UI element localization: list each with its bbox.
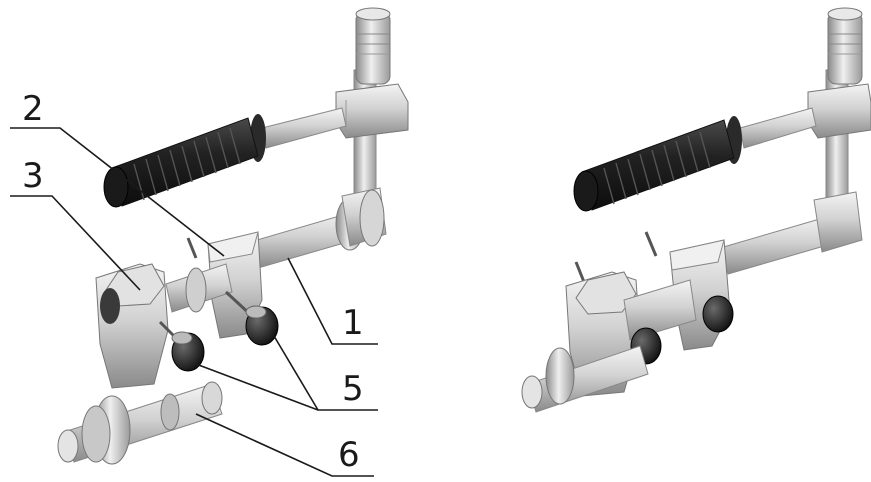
jaw-part-3: [95, 263, 169, 389]
callout-label-6: 6: [338, 435, 360, 475]
coupling-sleeve: [165, 263, 233, 313]
locking-pin-lower: [158, 320, 205, 372]
callout-label-3: 3: [22, 156, 44, 196]
assembled-vertical-post: [807, 7, 871, 221]
main-shaft: [249, 187, 387, 269]
assembled-handle: [573, 107, 817, 212]
handle-grip: [103, 117, 259, 208]
callout-label-2: 2: [22, 89, 44, 129]
callout-labels: 2 3 1 5 6: [22, 89, 364, 475]
handle-rod: [250, 107, 347, 162]
assembled-spindle: [521, 345, 649, 413]
leader-line-3: [10, 195, 141, 291]
stepped-spindle: [57, 381, 223, 465]
callout-label-5: 5: [342, 369, 364, 409]
leader-line-6: [195, 413, 374, 477]
leader-line-5b: [195, 363, 319, 411]
post-clamp-block: [335, 83, 409, 139]
exploded-view: [57, 7, 409, 465]
locking-pin-upper: [224, 290, 279, 346]
leader-line-2: [10, 127, 225, 257]
assembled-view: [521, 7, 871, 413]
leader-lines: [10, 127, 378, 477]
leader-line-1: [287, 257, 378, 345]
callout-label-1: 1: [342, 303, 364, 343]
